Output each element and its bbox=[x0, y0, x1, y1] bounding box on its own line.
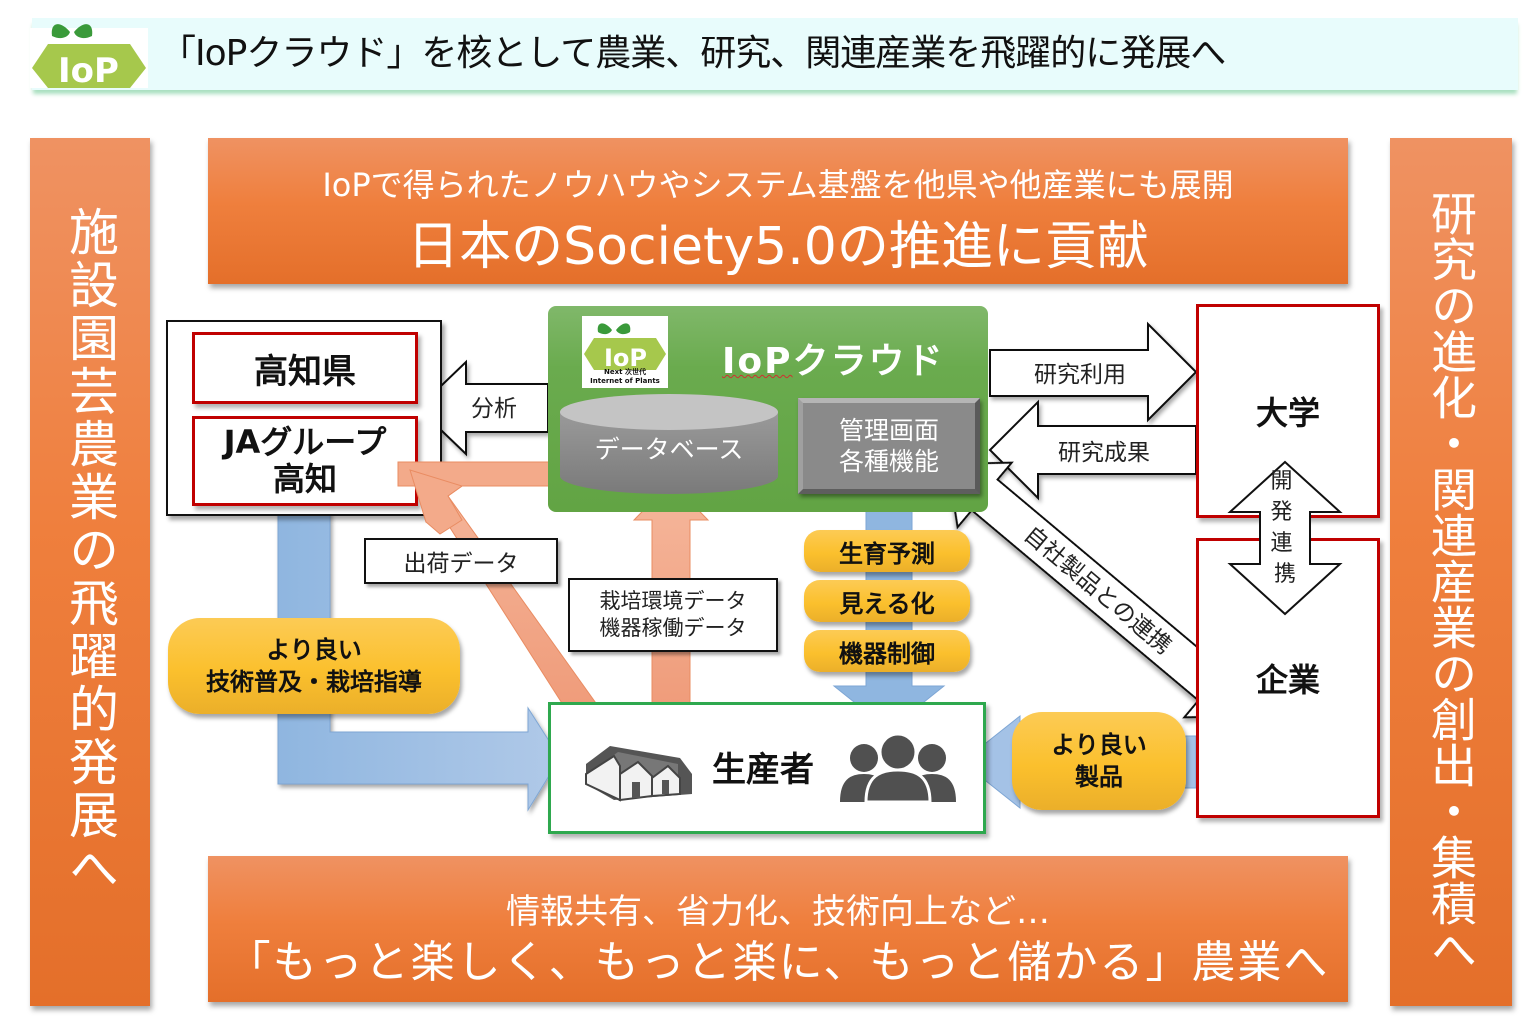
iop-mini-logo: IoP Next 次世代 Internet of Plants bbox=[582, 316, 668, 388]
svg-text:IoP: IoP bbox=[58, 51, 119, 88]
dev-collab-char-1: 開 bbox=[1270, 469, 1292, 494]
analysis-label: 分析 bbox=[471, 396, 517, 422]
iop-logo-icon: IoP bbox=[30, 24, 148, 88]
dev-collab-char-3: 連 bbox=[1270, 531, 1292, 556]
shipping-data-label: 出荷データ bbox=[364, 538, 558, 584]
better-guidance-line1: より良い bbox=[266, 635, 362, 664]
top-banner: IoPで得られたノウハウやシステム基盤を他県や他産業にも展開 日本のSociet… bbox=[208, 138, 1348, 284]
growth-prediction-pill: 生育予測 bbox=[804, 530, 970, 572]
visualization-pill: 見える化 bbox=[804, 580, 970, 622]
title-bar bbox=[32, 18, 1518, 90]
env-data-line2: 機器稼働データ bbox=[599, 616, 747, 640]
product-link-label: 自社製品との連携 bbox=[1019, 522, 1176, 660]
greenhouse-icon bbox=[585, 746, 692, 802]
analysis-arrow bbox=[416, 359, 549, 457]
kochi-prefecture-box: 高知県 bbox=[192, 332, 418, 404]
svg-text:開 発 連 携: 開 発 連 携 bbox=[1270, 469, 1299, 587]
device-control-pill: 機器制御 bbox=[804, 630, 970, 672]
left-banner: 施設園芸農業の飛躍的発展へ bbox=[30, 138, 150, 1006]
env-data-label: 栽培環境データ 機器稼働データ bbox=[568, 578, 778, 652]
better-products-pill: より良い 製品 bbox=[1012, 712, 1186, 810]
iop-logo-icon: IoP bbox=[584, 323, 666, 372]
better-products-line1: より良い bbox=[1051, 730, 1147, 759]
logo-tagline-2: Internet of Plants bbox=[590, 377, 660, 385]
ja-line1: JAグループ bbox=[223, 423, 387, 462]
research-use-arrow bbox=[989, 321, 1198, 423]
database-icon: データベース bbox=[560, 394, 778, 494]
ja-line2: 高知 bbox=[272, 460, 337, 498]
research-results-label: 研究成果 bbox=[1058, 440, 1150, 466]
env-data-line1: 栽培環境データ bbox=[599, 588, 747, 613]
dev-collab-arrow: 開 発 連 携 bbox=[1227, 460, 1343, 616]
right-banner: 研究の進化・関連産業の創出・集積へ bbox=[1390, 138, 1512, 1006]
top-banner-line2: 日本のSociety5.0の推進に貢献 bbox=[407, 217, 1149, 277]
mgmt-line1: 管理画面 bbox=[838, 415, 939, 445]
cloud-title: IoPクラウド bbox=[722, 332, 945, 384]
left-banner-text: 施設園芸農業の飛躍的発展へ bbox=[61, 206, 119, 895]
right-banner-text: 研究の進化・関連産業の創出・集積へ bbox=[1424, 190, 1478, 972]
logo-tagline-1: Next 次世代 bbox=[604, 368, 646, 376]
cloud-title-prefix: IoP bbox=[722, 341, 793, 382]
cloud-title-suffix: クラウド bbox=[792, 341, 945, 382]
top-banner-line1: IoPで得られたノウハウやシステム基盤を他県や他産業にも展開 bbox=[322, 166, 1234, 204]
bottom-banner-line2: 「もっと楽しく、もっと楽に、もっと儲かる」農業へ bbox=[226, 937, 1330, 988]
dev-collab-char-4: 携 bbox=[1274, 562, 1296, 587]
research-results-arrow bbox=[988, 399, 1197, 501]
research-use-label: 研究利用 bbox=[1034, 362, 1126, 388]
svg-text:IoP: IoP bbox=[604, 344, 647, 372]
better-products-line2: 製品 bbox=[1075, 763, 1123, 791]
bottom-banner-line1: 情報共有、省力化、技術向上など… bbox=[506, 892, 1050, 932]
producer-label: 生産者 bbox=[712, 750, 814, 790]
dev-collab-char-2: 発 bbox=[1270, 500, 1292, 525]
mgmt-line2: 各種機能 bbox=[838, 447, 939, 476]
page-title: 「IoPクラウド」を核として農業、研究、関連産業を飛躍的に発展へ bbox=[160, 33, 1226, 74]
management-functions-block: 管理画面 各種機能 bbox=[798, 398, 980, 494]
bottom-banner: 情報共有、省力化、技術向上など… 「もっと楽しく、もっと楽に、もっと儲かる」農業… bbox=[208, 856, 1348, 1002]
ja-kochi-box: JAグループ 高知 bbox=[192, 416, 418, 506]
database-label: データベース bbox=[595, 435, 744, 464]
better-guidance-pill: より良い 技術普及・栽培指導 bbox=[168, 618, 460, 714]
people-icon bbox=[840, 732, 956, 802]
better-guidance-line2: 技術普及・栽培指導 bbox=[206, 668, 422, 696]
